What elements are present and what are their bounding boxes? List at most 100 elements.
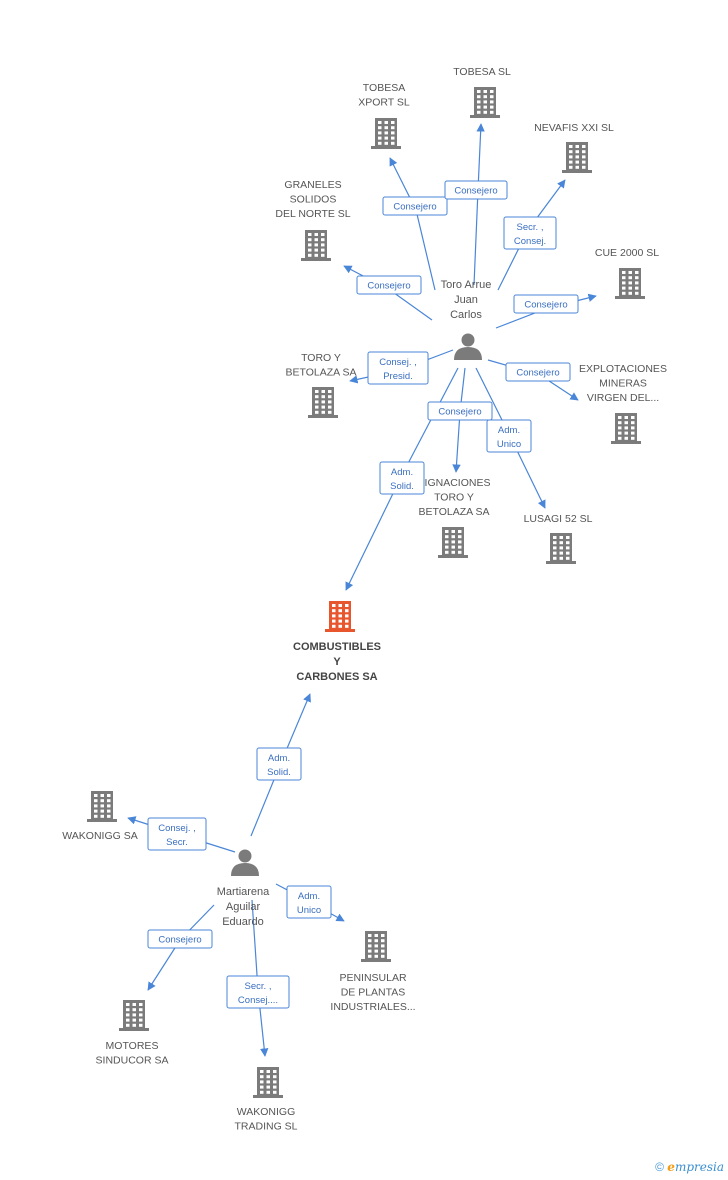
- relation-label-r4[interactable]: Consejero: [356, 275, 422, 295]
- relation-label-r10[interactable]: Adm.Solid.: [379, 461, 425, 495]
- building-window: [368, 944, 372, 948]
- building-window: [345, 619, 349, 623]
- building-window: [139, 1018, 143, 1022]
- building-window: [332, 619, 336, 623]
- building-window: [566, 551, 570, 555]
- company-node-nevafis[interactable]: NEVAFIS XXI SL: [534, 122, 614, 173]
- building-window: [622, 286, 626, 290]
- relation-text-line: Consejero: [454, 186, 497, 197]
- relation-label-r12[interactable]: Consej. , Secr.: [147, 817, 207, 851]
- relation-text: Consejero: [158, 935, 201, 946]
- building-window: [582, 160, 586, 164]
- building-window: [308, 243, 312, 247]
- building-window: [483, 90, 487, 93]
- building-window: [622, 276, 626, 280]
- building-window: [635, 271, 639, 274]
- relation-label-r5[interactable]: Consejero: [513, 294, 579, 314]
- company-label-line: BETOLAZA SA: [285, 367, 356, 379]
- building-window: [451, 550, 455, 554]
- company-node-tobesa[interactable]: TOBESA SL: [453, 66, 511, 118]
- building-base: [562, 170, 592, 173]
- building-window: [384, 136, 388, 140]
- building-window: [315, 390, 319, 393]
- relation-text-line: Secr.: [166, 837, 188, 848]
- building-window: [107, 809, 111, 813]
- relation-box: [505, 362, 571, 382]
- building-window: [391, 126, 395, 130]
- building-window: [391, 131, 395, 135]
- building-window: [618, 421, 622, 425]
- building-window: [451, 540, 455, 544]
- relation-label-r2[interactable]: Consejero: [444, 180, 508, 200]
- relation-label-r1[interactable]: Consejero: [382, 196, 448, 216]
- building-window: [321, 395, 325, 399]
- company-label-line: SOLIDOS: [290, 194, 337, 206]
- building-window: [458, 535, 462, 539]
- building-window: [328, 405, 332, 409]
- relation-label-r9[interactable]: Adm.Unico: [486, 419, 532, 453]
- building-window: [321, 253, 325, 257]
- building-window: [260, 1090, 264, 1094]
- building-window: [569, 160, 573, 164]
- company-label-line: PENINSULAR: [339, 972, 407, 984]
- relation-text-line: Consej. ,: [158, 823, 196, 834]
- building-window: [381, 934, 385, 937]
- building-window: [94, 809, 98, 813]
- building-window: [582, 150, 586, 154]
- building-window: [374, 939, 378, 943]
- building-window: [622, 291, 626, 295]
- relation-text: Adm.Solid.: [267, 753, 291, 778]
- building-window: [582, 165, 586, 169]
- company-node-lusagi[interactable]: LUSAGI 52 SL: [524, 513, 593, 564]
- company-node-cue2000[interactable]: CUE 2000 SL: [595, 247, 659, 299]
- building-window: [314, 233, 318, 236]
- relation-label-r13[interactable]: Adm.Unico: [286, 885, 332, 919]
- building-window: [273, 1070, 277, 1073]
- building-window: [451, 545, 455, 549]
- relation-label-r14[interactable]: Consejero: [147, 929, 213, 949]
- relation-label-r15[interactable]: Secr. ,Consej....: [226, 975, 290, 1009]
- person-label-line: Juan: [454, 294, 478, 306]
- building-window: [328, 395, 332, 399]
- building-window: [445, 545, 449, 549]
- relation-text-line: Solid.: [267, 767, 291, 778]
- relation-text: Adm.Unico: [497, 425, 521, 450]
- footer-brand[interactable]: © empresia: [655, 1160, 724, 1174]
- building-window: [94, 794, 98, 797]
- building-window: [477, 110, 481, 114]
- building-window: [374, 934, 378, 937]
- company-node-wakonigg[interactable]: WAKONIGG SA: [62, 791, 138, 842]
- company-label-line: XPORT SL: [358, 97, 410, 109]
- relation-label-r3[interactable]: Secr. ,Consej.: [503, 216, 557, 250]
- building-window: [378, 131, 382, 135]
- building-window: [321, 405, 325, 409]
- company-label-line: EXPLOTACIONES: [579, 363, 667, 375]
- relation-label-r11[interactable]: Adm.Solid.: [256, 747, 302, 781]
- building-window: [100, 809, 104, 813]
- relation-label-r6[interactable]: Consej. ,Presid.: [367, 351, 429, 385]
- building-window: [391, 136, 395, 140]
- empresia-logo: empresia: [667, 1160, 724, 1174]
- building-window: [378, 136, 382, 140]
- relation-label-r7[interactable]: Consejero: [505, 362, 571, 382]
- building-window: [566, 556, 570, 560]
- relation-label-r8[interactable]: Consejero: [427, 401, 493, 421]
- building-window: [321, 390, 325, 393]
- building-window: [490, 100, 494, 104]
